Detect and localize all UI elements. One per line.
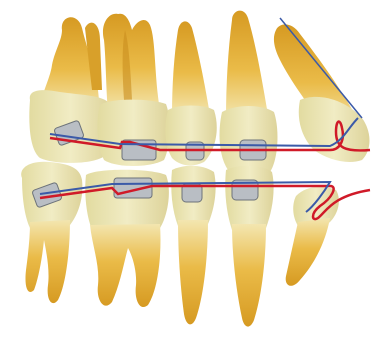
lower-molar (21, 162, 82, 303)
lower-central-incisor (286, 187, 339, 286)
upper-central-incisor (274, 24, 370, 162)
